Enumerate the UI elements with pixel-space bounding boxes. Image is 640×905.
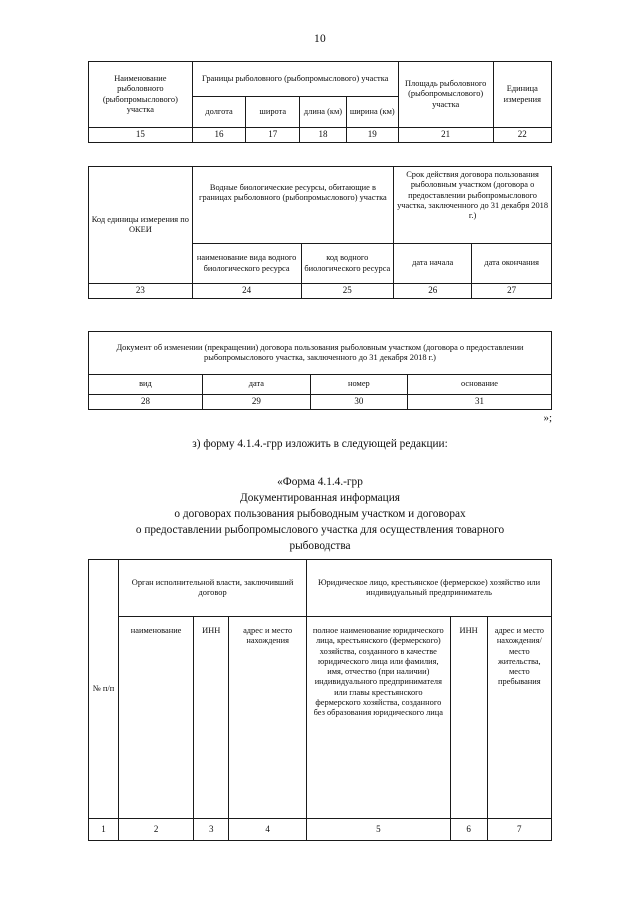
table-row: Наименование рыболовного (рыбопромыслово… — [88, 61, 553, 128]
header-cell-entity-group: Юридическое лицо, крестьянское (фермерск… — [306, 559, 552, 617]
header-cell-entity-inn: ИНН — [449, 616, 488, 819]
header-cell-authority-group: Орган исполнительной власти, заключивший… — [118, 559, 308, 617]
column-number-cell: 19 — [345, 127, 399, 143]
header-cell-contract-term-group: Срок действия договора пользования рыбол… — [393, 166, 552, 244]
form-title-line: «Форма 4.1.4.-грр — [277, 476, 363, 488]
column-number-cell: 18 — [299, 127, 347, 143]
table-row-column-numbers: 23 24 25 26 27 — [88, 283, 552, 299]
table-row: Документ об изменении (прекращении) дого… — [88, 331, 552, 375]
amendment-document-table: Документ об изменении (прекращении) дого… — [88, 331, 553, 410]
table-row-column-numbers: 1 2 3 4 5 6 7 — [87, 818, 553, 841]
form-title-block: «Форма 4.1.4.-грр Документированная инфо… — [55, 474, 585, 554]
column-number-cell: 22 — [492, 127, 553, 143]
column-number-cell: 1 — [87, 818, 120, 841]
table-row: наименование ИНН адрес и место нахождени… — [89, 616, 553, 819]
table-row-column-numbers: 28 29 30 31 — [88, 394, 553, 410]
header-cell-start-date: дата начала — [393, 243, 473, 284]
column-number-cell: 24 — [191, 283, 302, 299]
column-number-cell: 30 — [309, 394, 408, 410]
header-cell-authority-name: наименование — [118, 616, 195, 819]
header-cell-entity-address: адрес и место нахождения/ место жительст… — [486, 616, 553, 819]
column-number-cell: 15 — [88, 127, 193, 143]
column-number-cell: 21 — [397, 127, 494, 143]
header-cell-doc-date: дата — [201, 374, 311, 395]
header-cell-boundaries-group: Границы рыболовного (рыбопромыслового) у… — [191, 61, 399, 97]
form-title-line: рыбоводства — [289, 540, 351, 553]
header-cell-doc-basis: основание — [406, 374, 553, 395]
header-cell-amendment-group: Документ об изменении (прекращении) дого… — [88, 331, 552, 375]
column-number-cell: 26 — [393, 283, 473, 299]
table-row-column-numbers: 15 16 17 18 19 21 22 — [88, 127, 553, 143]
table-row: долгота широта длина (км) ширина (км) — [89, 96, 552, 128]
header-cell-authority-inn: ИНН — [193, 616, 230, 819]
clause-paragraph: з) форму 4.1.4.-грр изложить в следующей… — [192, 438, 448, 450]
table-row: наименование вида водного биологического… — [89, 243, 552, 284]
header-cell-longitude: долгота — [191, 96, 247, 128]
column-number-cell: 2 — [118, 818, 195, 841]
column-number-cell: 5 — [306, 818, 451, 841]
header-cell-bio-resources-group: Водные биологические ресурсы, обитающие … — [191, 166, 395, 244]
column-number-cell: 31 — [406, 394, 553, 410]
header-cell-doc-number: номер — [309, 374, 408, 395]
column-number-cell: 7 — [486, 818, 553, 841]
header-cell-end-date: дата окончания — [471, 243, 552, 284]
column-number-cell: 29 — [201, 394, 311, 410]
header-cell-bio-resource-code: код водного биологического ресурса — [300, 243, 395, 284]
header-cell-entity-full-name: полное наименование юридического лица, к… — [306, 616, 451, 819]
column-number-cell: 3 — [193, 818, 230, 841]
header-cell-bio-resource-name: наименование вида водного биологического… — [191, 243, 302, 284]
header-cell-latitude: широта — [245, 96, 301, 128]
page-number: 10 — [314, 33, 326, 45]
form-4-1-4-grr-table: № п/п Орган исполнительной власти, заклю… — [87, 559, 553, 841]
table-row: вид дата номер основание — [88, 374, 553, 395]
header-cell-doc-kind: вид — [88, 374, 203, 395]
column-number-cell: 25 — [300, 283, 395, 299]
header-cell-unit-of-measure: Единица измерения — [492, 61, 553, 128]
header-cell-length-km: длина (км) — [299, 96, 347, 128]
form-title-line: о договорах пользования рыбоводным участ… — [174, 508, 466, 521]
column-number-cell: 28 — [88, 394, 203, 410]
header-cell-area-size: Площадь рыболовного (рыбопромыслового) у… — [397, 61, 494, 128]
column-number-cell: 17 — [245, 127, 301, 143]
header-cell-area-name: Наименование рыболовного (рыбопромыслово… — [88, 61, 193, 128]
biological-resources-and-term-table: Код единицы измерения по ОКЕИ Водные био… — [88, 166, 552, 299]
closing-quote-mark: »; — [543, 412, 552, 424]
table-row: № п/п Орган исполнительной власти, заклю… — [87, 559, 552, 819]
form-title-line: Документированная информация — [240, 492, 400, 505]
column-number-cell: 27 — [471, 283, 552, 299]
form-title-line: о предоставлении рыбопромыслового участк… — [135, 524, 505, 537]
column-number-cell: 6 — [449, 818, 488, 841]
header-cell-width-km: ширина (км) — [345, 96, 399, 128]
column-number-cell: 4 — [228, 818, 308, 841]
column-number-cell: 23 — [88, 283, 193, 299]
column-number-cell: 16 — [191, 127, 247, 143]
header-cell-row-number: № п/п — [87, 559, 120, 819]
header-cell-authority-address: адрес и место нахождения — [228, 616, 308, 819]
table-row: Код единицы измерения по ОКЕИ Водные био… — [88, 166, 552, 284]
header-cell-okei-code: Код единицы измерения по ОКЕИ — [88, 166, 193, 284]
fishing-area-attributes-table: Наименование рыболовного (рыбопромыслово… — [88, 61, 553, 143]
